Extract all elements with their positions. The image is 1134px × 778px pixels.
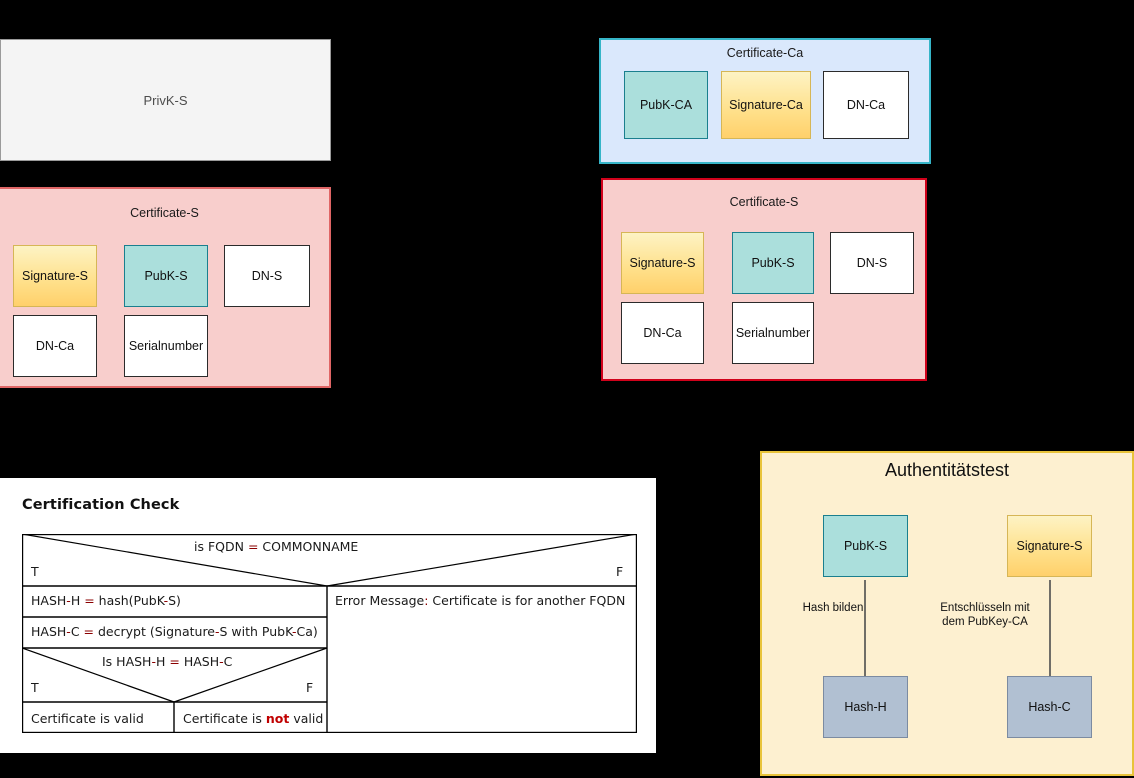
error-message: Error Message: Certificate is for anothe…: [335, 593, 625, 608]
error-message-pre: Error Message: [335, 593, 425, 608]
step-hash-h: HASH-H = hash(PubK-S): [31, 593, 181, 608]
certificate-s-right-title: Certificate-S: [729, 195, 799, 209]
chip-label: Signature-S: [21, 269, 88, 283]
result-invalid-post: valid: [289, 711, 324, 726]
chip-dn-s: DN-S: [224, 245, 310, 307]
step-hash-c-post: decrypt (Signature: [94, 624, 215, 639]
chip-label: DN-Ca: [35, 339, 75, 353]
decision-2-question: Is HASH-H = HASH-C: [102, 654, 232, 669]
decision-2-equals: =: [169, 654, 180, 669]
decision-2-false-label: F: [306, 680, 314, 695]
chip-label: PubK-CA: [639, 98, 693, 112]
chip-label: PubK-S: [843, 539, 888, 553]
chip-dn-ca: DN-Ca: [823, 71, 909, 139]
chip-signature-s: Signature-S: [621, 232, 704, 294]
privk-s-box: PrivK-S: [0, 39, 331, 161]
auth-caption-right: Entschlüsseln mit dem PubKey-CA: [940, 602, 1030, 628]
decision-2-dash2: -: [219, 654, 224, 669]
auth-target-hash-h: Hash-H: [823, 676, 908, 738]
error-message-colon: :: [424, 593, 429, 608]
decision-1-equals: =: [247, 539, 259, 554]
chip-label: Hash-H: [844, 700, 887, 714]
decision-2-question-pre: Is HASH: [102, 654, 152, 669]
decision-1-question: is FQDN = COMMONNAME: [194, 539, 358, 554]
auth-source-pubk-s: PubK-S: [823, 515, 908, 577]
chip-label: DN-Ca: [643, 326, 682, 340]
chip-label: DN-S: [251, 269, 283, 283]
certification-check-heading: Certification Check: [22, 497, 180, 513]
privk-s-label: PrivK-S: [143, 92, 188, 108]
decision-1-question-pre: is FQDN: [194, 539, 248, 554]
decision-2-dash1: -: [151, 654, 156, 669]
result-valid: Certificate is valid: [31, 711, 144, 726]
step-hash-c-dash2: -: [215, 624, 220, 639]
chip-serialnumber: Serialnumber: [732, 302, 814, 364]
certification-check-decision-table: is FQDN = COMMONNAME T F HASH-H = hash(P…: [22, 534, 637, 733]
step-hash-c-mid2: S with PubK: [219, 624, 292, 639]
certificate-s-right-container: Certificate-S Signature-S PubK-S DN-S DN…: [601, 178, 927, 381]
step-hash-c: HASH-C = decrypt (Signature-S with PubK-…: [31, 624, 318, 639]
chip-signature-ca: Signature-Ca: [721, 71, 811, 139]
step-hash-h-equals: =: [84, 593, 95, 608]
chip-label: Signature-Ca: [729, 98, 803, 112]
step-hash-c-dash1: -: [66, 624, 71, 639]
step-hash-c-equals: =: [83, 624, 94, 639]
step-hash-h-post: hash(PubK: [94, 593, 164, 608]
chip-pubk-s: PubK-S: [732, 232, 814, 294]
chip-label: DN-Ca: [846, 98, 886, 112]
step-hash-h-dash2: -: [163, 593, 169, 608]
chip-signature-s: Signature-S: [13, 245, 97, 307]
chip-label: Signature-S: [1016, 539, 1083, 553]
step-hash-h-pre: HASH: [31, 593, 67, 608]
chip-label: Hash-C: [1028, 700, 1071, 714]
decision-1-question-post: COMMONNAME: [258, 539, 359, 554]
decision-1-false-label: F: [616, 564, 624, 579]
chip-label: DN-S: [856, 256, 888, 270]
chip-dn-s: DN-S: [830, 232, 914, 294]
authenticity-test-panel: Authentitätstest PubK-S Signature-S Hash…: [760, 451, 1134, 776]
chip-pubk-ca: PubK-CA: [624, 71, 708, 139]
step-hash-c-mid: C: [70, 624, 84, 639]
certification-check-panel: Certification Check: [0, 478, 656, 753]
chip-label: Serialnumber: [735, 326, 811, 340]
step-hash-c-end: Ca): [296, 624, 318, 639]
chip-dn-ca: DN-Ca: [13, 315, 97, 377]
chip-pubk-s: PubK-S: [124, 245, 208, 307]
result-invalid-pre: Certificate is: [183, 711, 266, 726]
chip-serialnumber: Serialnumber: [124, 315, 208, 377]
decision-2-question-post: HASH: [179, 654, 220, 669]
decision-2-true-label: T: [31, 680, 39, 695]
decision-table-grid: [22, 534, 637, 733]
step-hash-h-dash1: -: [66, 593, 71, 608]
chip-label: PubK-S: [751, 256, 795, 270]
certificate-ca-title: Certificate-Ca: [726, 46, 804, 60]
step-hash-h-mid: H: [70, 593, 85, 608]
result-invalid-not: not: [265, 711, 290, 726]
certificate-s-left-container: Certificate-S Signature-S PubK-S DN-S DN…: [0, 187, 331, 388]
step-hash-c-dash3: -: [291, 624, 297, 639]
chip-label: Signature-S: [629, 256, 696, 270]
auth-source-signature-s: Signature-S: [1007, 515, 1092, 577]
error-message-post: Certificate is for another FQDN: [428, 593, 626, 608]
result-invalid: Certificate is not valid: [183, 711, 323, 726]
chip-label: Serialnumber: [128, 339, 204, 353]
auth-target-hash-c: Hash-C: [1007, 676, 1092, 738]
certificate-ca-container: Certificate-Ca PubK-CA Signature-Ca DN-C…: [599, 38, 931, 164]
step-hash-h-end: S): [168, 593, 181, 608]
decision-1-true-label: T: [31, 564, 39, 579]
decision-2-question-end: C: [223, 654, 233, 669]
decision-2-question-mid: H: [155, 654, 170, 669]
step-hash-c-pre: HASH: [31, 624, 67, 639]
authenticity-test-title: Authentitätstest: [884, 460, 1010, 480]
chip-dn-ca: DN-Ca: [621, 302, 704, 364]
chip-label: PubK-S: [144, 269, 188, 283]
certificate-s-left-title: Certificate-S: [130, 206, 199, 220]
auth-caption-left: Hash bilden: [802, 602, 864, 614]
